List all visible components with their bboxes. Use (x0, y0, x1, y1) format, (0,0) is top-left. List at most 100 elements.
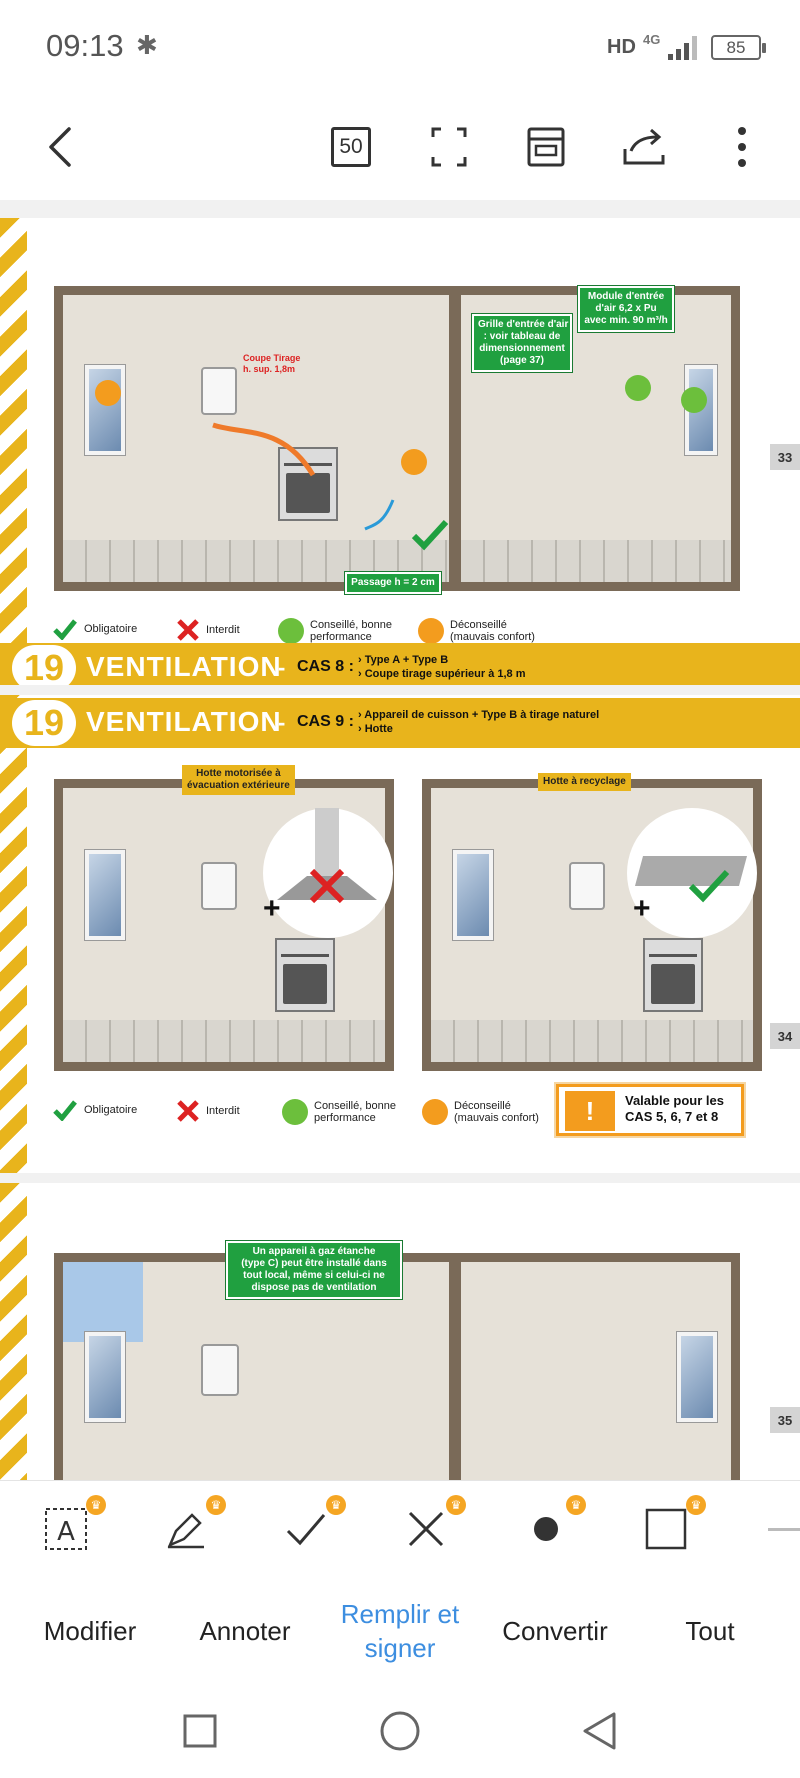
boiler-icon (569, 862, 605, 910)
dot-icon[interactable]: ♛ (520, 1495, 586, 1555)
banner-line: › Type A + Type B (358, 654, 449, 666)
more-options-icon[interactable] (712, 117, 772, 177)
text-box-icon[interactable]: A ♛ (40, 1495, 106, 1555)
battery-icon: 85 (711, 35, 766, 60)
crown-icon: ♛ (566, 1495, 586, 1515)
legend-interdit: Interdit (206, 624, 240, 636)
room-right (452, 1253, 740, 1480)
banner-title: VENTILATION (86, 651, 282, 682)
cross-icon (177, 1100, 199, 1122)
hotte-recyclage-label: Hotte à recyclage (538, 773, 631, 791)
boiler-icon (201, 862, 237, 910)
cross-icon[interactable]: ♛ (400, 1495, 466, 1555)
banner-cas-9: 19 VENTILATION - CAS 9 : › Appareil de c… (0, 698, 800, 748)
cross-icon (309, 868, 345, 904)
crown-icon: ♛ (326, 1495, 346, 1515)
viewer-toolbar: 50 (0, 95, 800, 200)
room-left: Coupe Tirage h. sup. 1,8m (54, 286, 458, 591)
back-icon[interactable] (30, 117, 90, 177)
appareil-etanche-label: Un appareil à gaz étanche (type C) peut … (226, 1241, 402, 1299)
banner-title: VENTILATION (86, 706, 282, 737)
green-face-icon (282, 1099, 308, 1125)
network-4g: 4G (643, 32, 661, 47)
scroll-indicator (768, 1528, 800, 1531)
plus-icon: + (263, 892, 281, 925)
pen-icon[interactable]: ♛ (160, 1495, 226, 1555)
page-number: 34 (770, 1023, 800, 1049)
pdf-page-35: Un appareil à gaz étanche (type C) peut … (0, 1183, 800, 1480)
page-stripe (0, 218, 27, 685)
orange-face-icon (401, 449, 427, 475)
legend-conseille: Conseillé, bonne performance (310, 619, 392, 643)
network-hd: HD (607, 36, 636, 58)
square-icon[interactable]: ♛ (640, 1495, 706, 1555)
room-hotte-recyclage: + (422, 779, 762, 1071)
document-viewer[interactable]: Coupe Tirage h. sup. 1,8m Grille d'entré… (0, 200, 800, 1480)
hotte-motorisee-label: Hotte motorisée à évacuation extérieure (182, 765, 295, 795)
crown-icon: ♛ (86, 1495, 106, 1515)
crown-icon: ♛ (206, 1495, 226, 1515)
window-icon (85, 1332, 125, 1422)
coupe-tirage-label: Coupe Tirage h. sup. 1,8m (243, 353, 301, 374)
page-number: 35 (770, 1407, 800, 1433)
banner-separator: - (278, 655, 286, 680)
plus-icon: + (633, 892, 651, 925)
page-stripe (0, 1183, 27, 1480)
legend-deconseille: Déconseillé (mauvais confort) (454, 1100, 539, 1124)
banner-cas: CAS 8 : (297, 658, 354, 675)
svg-text:A: A (57, 1517, 75, 1547)
legend-interdit: Interdit (206, 1105, 240, 1117)
status-time: 09:13 (46, 28, 124, 63)
back-nav-icon[interactable] (570, 1703, 630, 1759)
cross-icon (177, 619, 199, 641)
banner-line: › Hotte (358, 723, 393, 735)
recent-apps-icon[interactable] (170, 1703, 230, 1759)
banner-subtitle: › Type A + Type B › Coupe tirage supérie… (358, 653, 526, 681)
page-count: 50 (331, 127, 371, 167)
home-icon[interactable] (370, 1703, 430, 1759)
warning-text: Valable pour les CAS 5, 6, 7 et 8 (625, 1093, 724, 1124)
fullscreen-icon[interactable] (419, 117, 479, 177)
banner-line: › Appareil de cuisson + Type B à tirage … (358, 709, 600, 721)
legend-obligatoire: Obligatoire (84, 1104, 138, 1116)
legend: Obligatoire Interdit Conseillé, bonne pe… (52, 1099, 772, 1129)
annotation-tools: A ♛ ♛ ♛ ♛ ♛ ♛ (0, 1480, 800, 1578)
page-count-button[interactable]: 50 (321, 117, 381, 177)
tab-modifier[interactable]: Modifier (43, 1615, 137, 1646)
check-icon (411, 519, 449, 551)
view-mode-icon[interactable] (516, 117, 576, 177)
orange-face-icon (418, 618, 444, 644)
crown-icon: ♛ (686, 1495, 706, 1515)
legend-conseille: Conseillé, bonne performance (314, 1100, 396, 1124)
signal-icon (668, 36, 702, 60)
legend: Obligatoire Interdit Conseillé, bonne pe… (52, 618, 772, 648)
hood-bubble (263, 808, 393, 938)
boiler-icon (201, 367, 237, 415)
crown-icon: ♛ (446, 1495, 466, 1515)
window-icon (677, 1332, 717, 1422)
banner-subtitle: › Appareil de cuisson + Type B à tirage … (358, 708, 599, 736)
warning-icon: ! (565, 1091, 615, 1131)
check-icon[interactable]: ♛ (280, 1495, 346, 1555)
tab-tout[interactable]: Tout (685, 1615, 735, 1646)
tab-remplir-et-signer[interactable]: Remplir et signer (340, 1598, 460, 1663)
warning-box: ! Valable pour les CAS 5, 6, 7 et 8 (556, 1084, 744, 1136)
banner-number: 19 (12, 645, 76, 685)
module-label: Module d'entrée d'air 6,2 x Pu avec min.… (578, 286, 674, 332)
page-stripe (0, 695, 27, 1173)
window-icon (85, 365, 125, 455)
status-bar: 09:13 ✱ HD 4G 85 (0, 0, 800, 95)
stove-icon (643, 938, 703, 1012)
green-face-icon (681, 387, 707, 413)
check-icon (53, 619, 77, 640)
grille-label: Grille d'entrée d'air : voir tableau de … (472, 314, 572, 372)
banner-cas-8: 19 VENTILATION - CAS 8 : › Type A + Type… (0, 643, 800, 685)
pdf-page-34: 19 VENTILATION - CAS 9 : › Appareil de c… (0, 695, 800, 1173)
tab-convertir[interactable]: Convertir (502, 1615, 608, 1646)
window-icon (453, 850, 493, 940)
share-icon[interactable] (614, 117, 674, 177)
tab-annoter[interactable]: Annoter (199, 1615, 291, 1646)
orange-face-icon (422, 1099, 448, 1125)
banner-cas: CAS 9 : (297, 713, 354, 730)
green-face-icon (625, 375, 651, 401)
